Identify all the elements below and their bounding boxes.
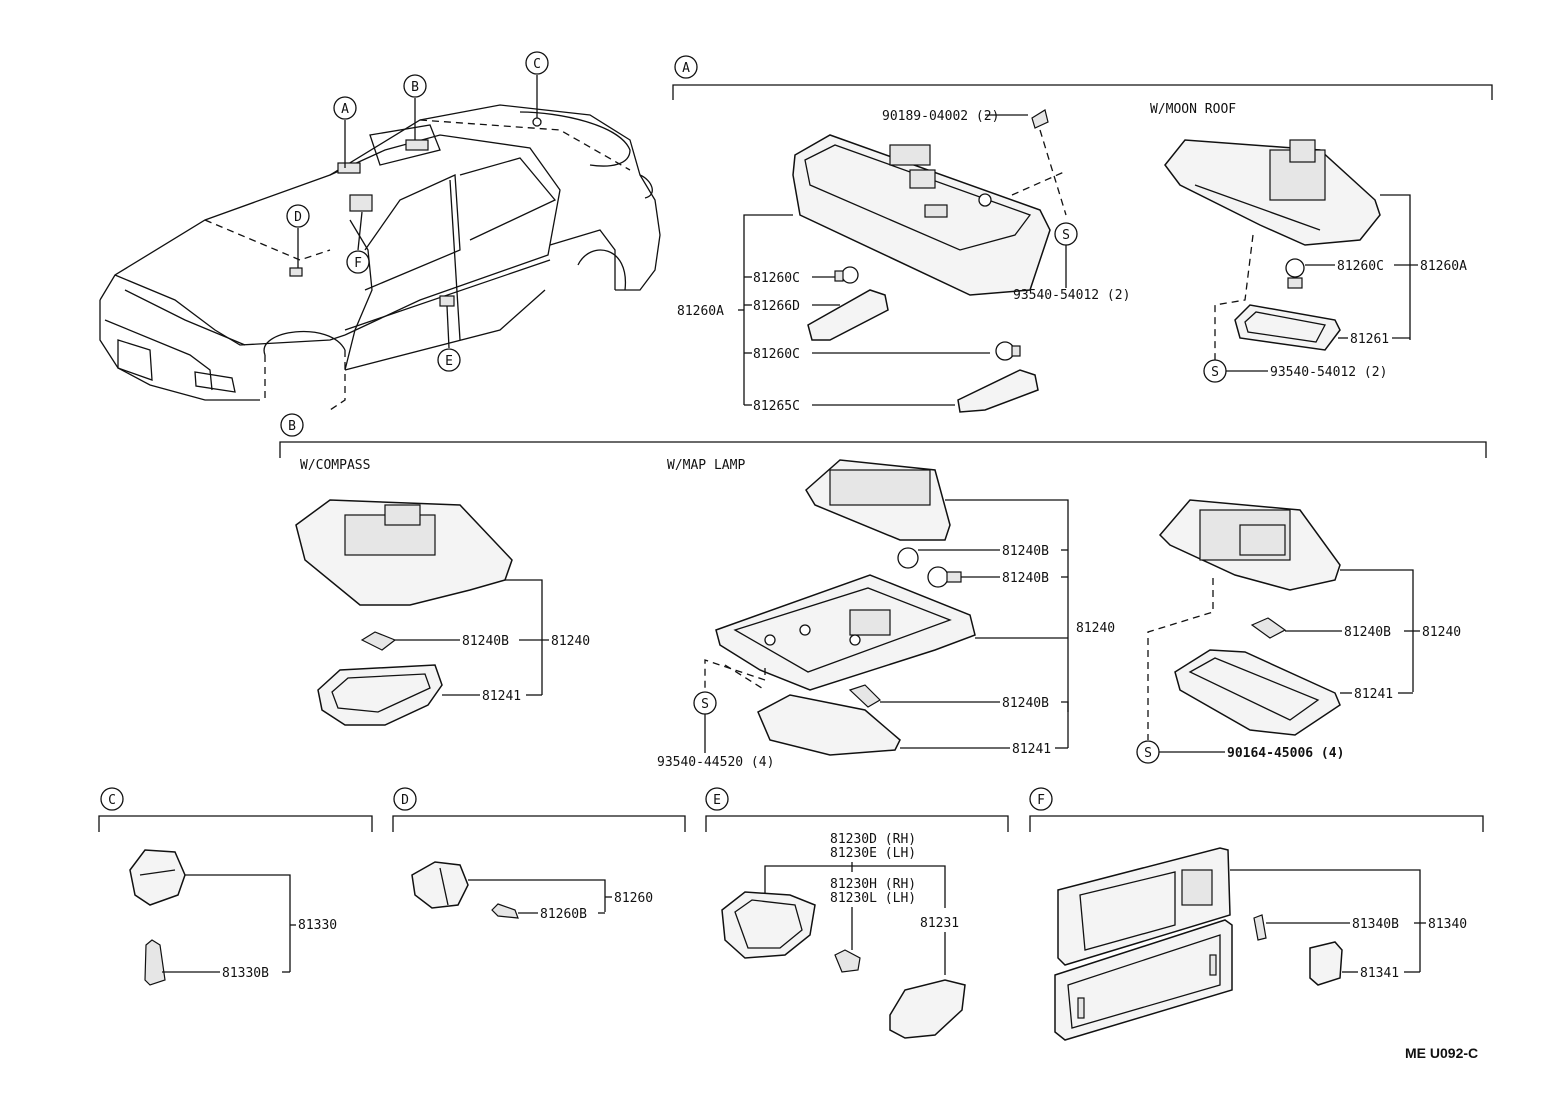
label-81260B: 81260B xyxy=(540,907,587,922)
screw-symbol-moon: S xyxy=(1211,365,1219,380)
label-81230E: 81230E (LH) xyxy=(830,846,916,861)
label-81330: 81330 xyxy=(298,918,337,933)
diagram-code: ME U092-C xyxy=(1405,1045,1478,1061)
marker-e-car: E xyxy=(445,354,453,369)
screw-symbol-map: S xyxy=(701,697,709,712)
label-81240-compass: 81240 xyxy=(551,634,590,649)
variant-moon-roof: W/MOON ROOF xyxy=(1150,102,1236,117)
label-81230D: 81230D (RH) xyxy=(830,832,916,847)
marker-a-car: A xyxy=(341,102,349,117)
label-screw-map: 93540-44520 (4) xyxy=(657,755,774,770)
section-e: E 81230D (RH) 81230E (LH) 81230H (RH) 81… xyxy=(705,787,1009,1039)
label-81265C: 81265C xyxy=(753,399,800,414)
marker-d-car: D xyxy=(294,210,302,225)
label-81340: 81340 xyxy=(1428,917,1467,932)
label-81261: 81261 xyxy=(1350,332,1389,347)
label-81241-compass: 81241 xyxy=(482,689,521,704)
label-81240B-map-2: 81240B xyxy=(1002,571,1049,586)
label-81240B-map-3: 81240B xyxy=(1002,696,1049,711)
label-81260A-moon: 81260A xyxy=(1420,259,1467,274)
label-81240-map: 81240 xyxy=(1076,621,1115,636)
marker-c-car: C xyxy=(533,57,541,72)
label-screw-std: 90164-45006 (4) xyxy=(1227,746,1344,761)
label-81260: 81260 xyxy=(614,891,653,906)
variant-map-lamp: W/MAP LAMP xyxy=(667,458,745,473)
label-81260C-moon: 81260C xyxy=(1337,259,1384,274)
section-d: D 81260 81260B xyxy=(392,787,686,922)
label-81341: 81341 xyxy=(1360,966,1399,981)
label-81340B: 81340B xyxy=(1352,917,1399,932)
label-81241-std: 81241 xyxy=(1354,687,1393,702)
label-81230H: 81230H (RH) xyxy=(830,877,916,892)
label-81266D: 81266D xyxy=(753,299,800,314)
label-81240B-map-1: 81240B xyxy=(1002,544,1049,559)
section-a: A 90189-04002 (2) S 93540-54012 (2) 8126… xyxy=(672,55,1493,414)
section-a-marker: A xyxy=(682,61,690,76)
section-c-marker: C xyxy=(108,793,116,808)
label-81231: 81231 xyxy=(920,916,959,931)
label-screw-a: 93540-54012 (2) xyxy=(1013,288,1130,303)
marker-f-car: F xyxy=(354,256,362,271)
section-b-marker: B xyxy=(288,419,296,434)
label-81330B: 81330B xyxy=(222,966,269,981)
label-81240-std: 81240 xyxy=(1422,625,1461,640)
section-b: B W/COMPASS 81240B 81240 81241 W/MAP LAM… xyxy=(279,413,1487,770)
screw-symbol-std: S xyxy=(1144,746,1152,761)
label-bolt-90189: 90189-04002 (2) xyxy=(882,109,999,124)
label-81240B-std: 81240B xyxy=(1344,625,1391,640)
marker-b-car: B xyxy=(411,80,419,95)
section-e-marker: E xyxy=(713,793,721,808)
screw-symbol-a: S xyxy=(1062,228,1070,243)
section-c: C 81330 81330B xyxy=(98,787,373,986)
label-81240B-compass: 81240B xyxy=(462,634,509,649)
label-81241-map: 81241 xyxy=(1012,742,1051,757)
label-81260C-2: 81260C xyxy=(753,347,800,362)
section-f: F 81340B 81340 81341 xyxy=(1029,787,1484,1041)
section-d-marker: D xyxy=(401,793,409,808)
variant-compass: W/COMPASS xyxy=(300,458,370,473)
label-81260C-1: 81260C xyxy=(753,271,800,286)
section-f-marker: F xyxy=(1037,793,1045,808)
label-81260A: 81260A xyxy=(677,304,724,319)
car-overview: A B C D F E xyxy=(99,51,661,411)
label-81230L: 81230L (LH) xyxy=(830,891,916,906)
label-screw-moon: 93540-54012 (2) xyxy=(1270,365,1387,380)
